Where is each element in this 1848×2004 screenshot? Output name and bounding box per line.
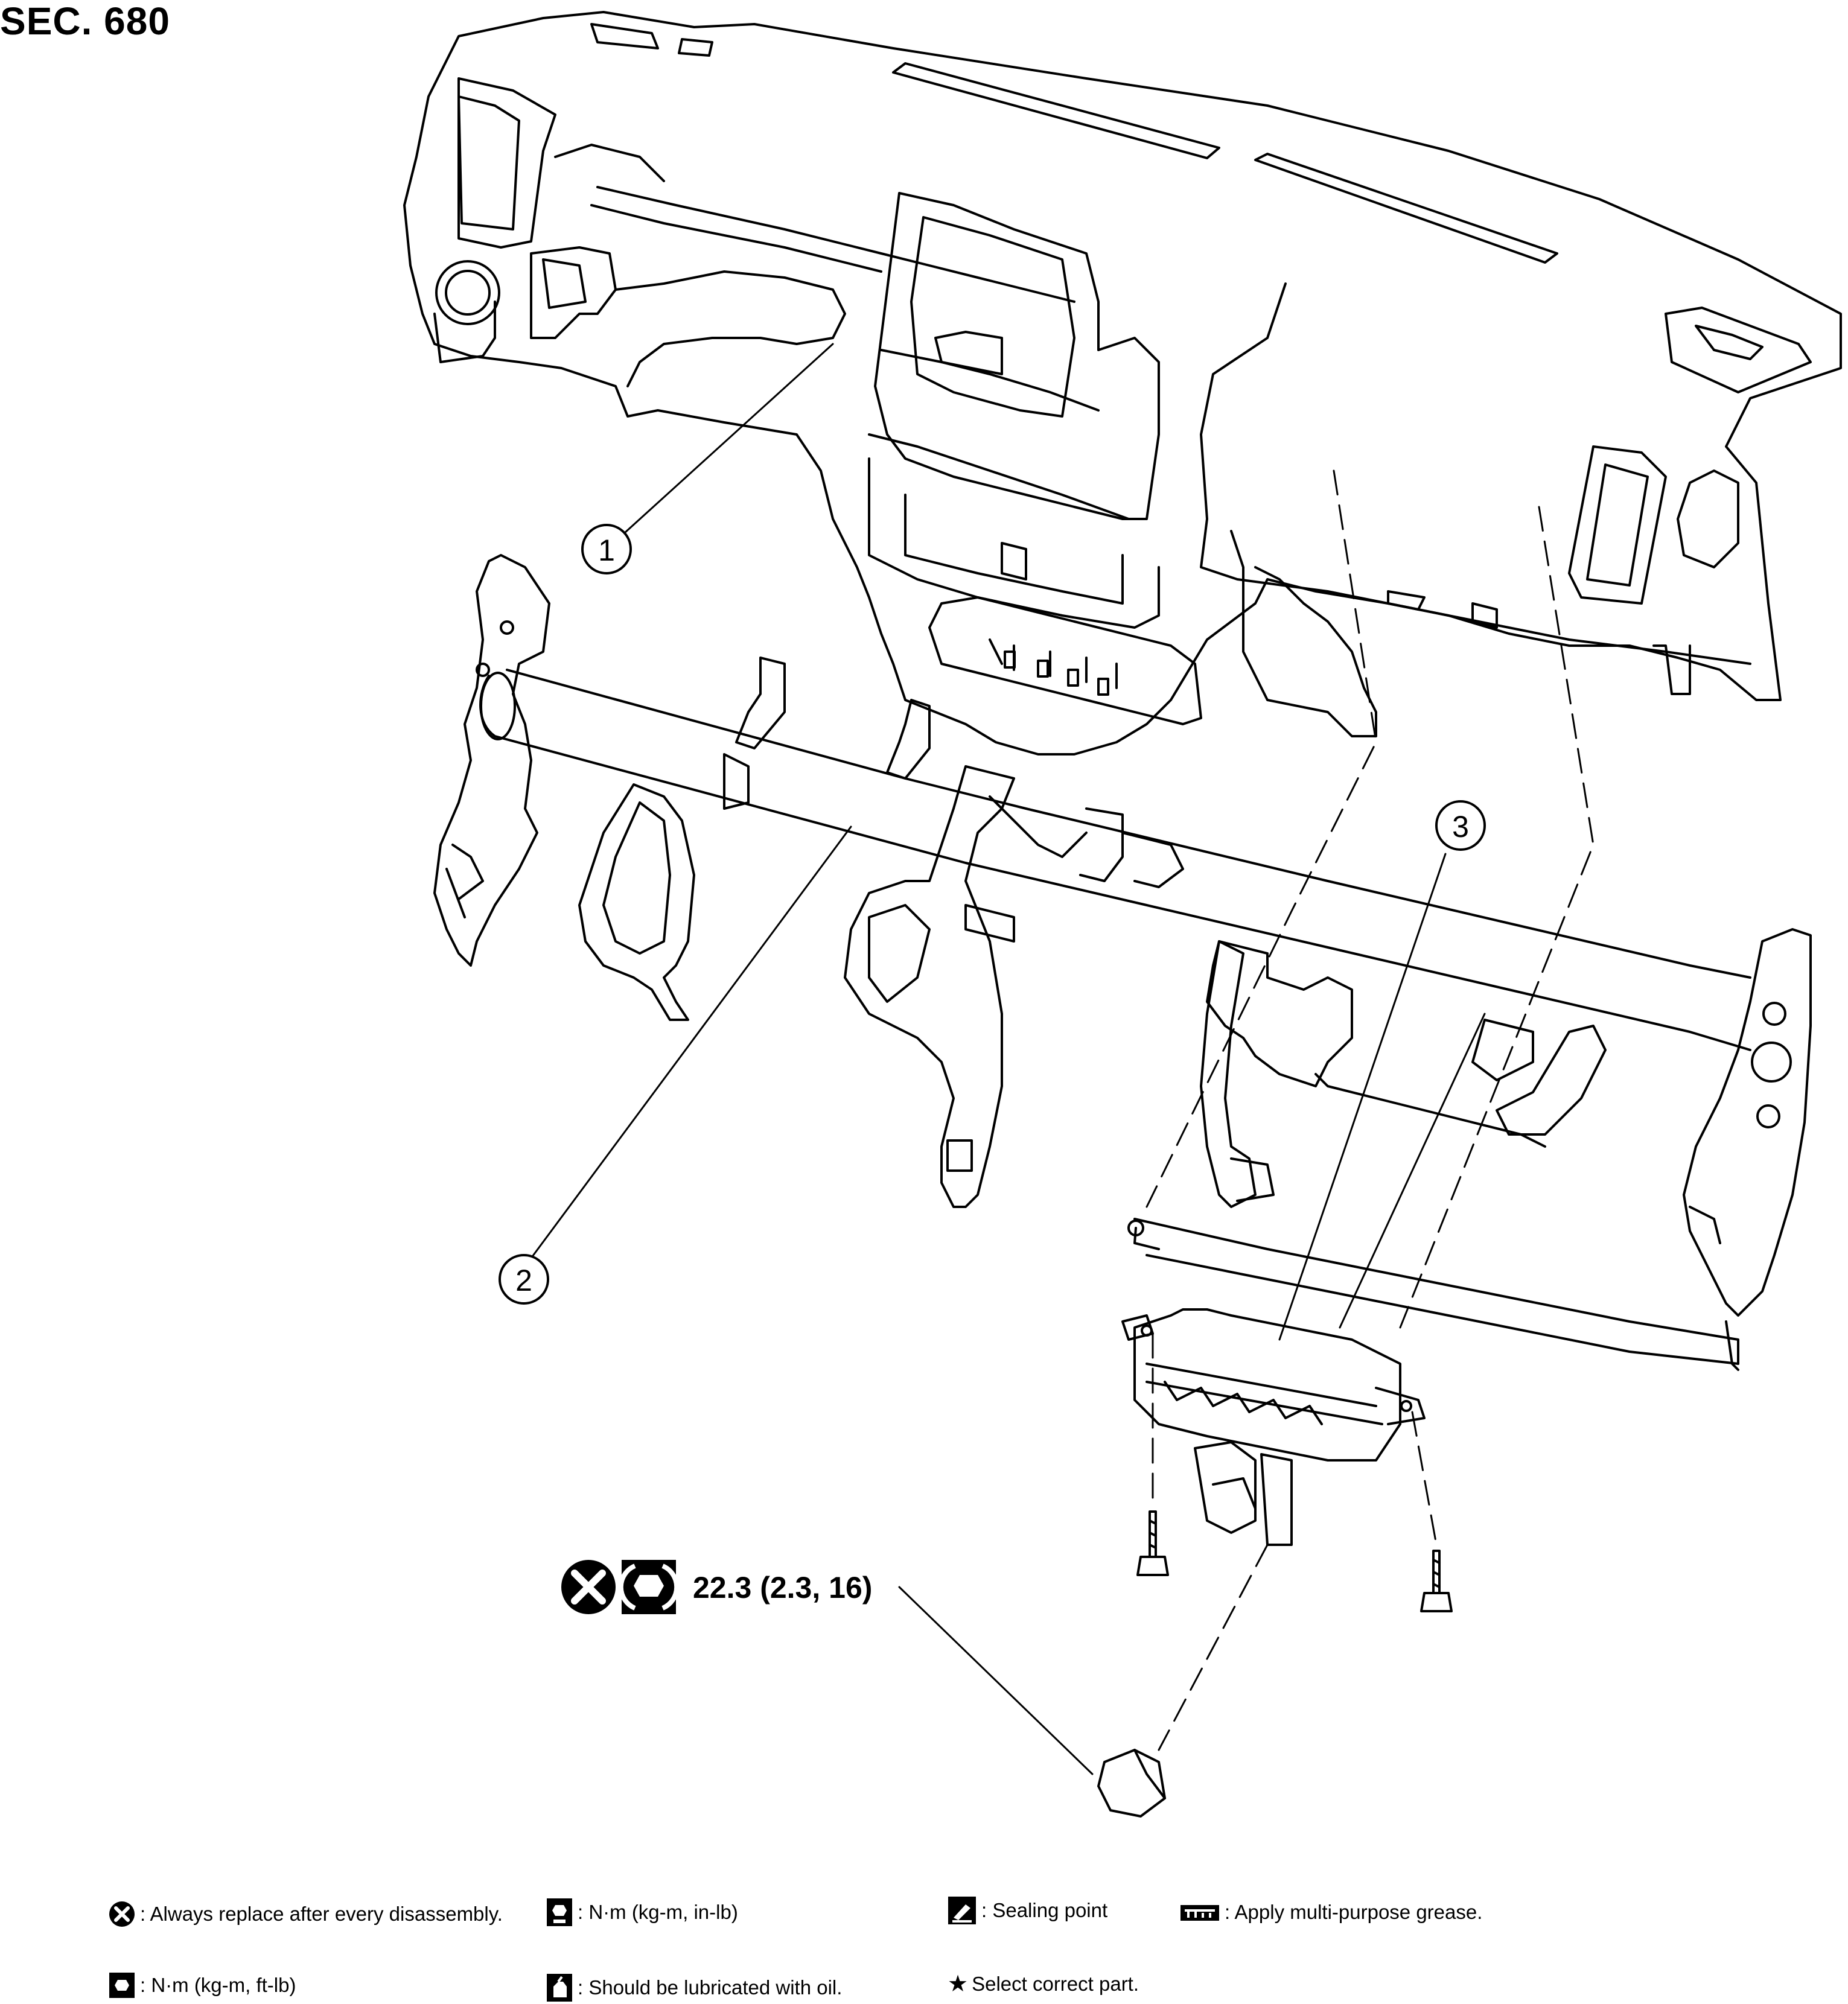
torque-wrench-icon <box>109 1972 135 1999</box>
nut <box>1097 1749 1166 1818</box>
legend-replace: : Always replace after every disassembly… <box>109 1901 503 1927</box>
callout-3: 3 <box>1435 800 1486 851</box>
instrument-panel-assembly <box>403 11 1842 755</box>
mounting-bolt-left <box>1136 1510 1169 1576</box>
star-icon: ★ <box>948 1971 969 1997</box>
section-label: SEC. 680 <box>0 0 170 43</box>
grease-icon <box>1180 1902 1220 1923</box>
passenger-air-bag-module <box>1121 1308 1426 1546</box>
legend-grease-text: : Apply multi-purpose grease. <box>1225 1901 1483 1923</box>
steering-member-assembly <box>433 554 1812 1371</box>
callout-2: 2 <box>499 1254 549 1305</box>
oil-can-icon <box>546 1973 573 2002</box>
torque-wrench-inlb-icon <box>546 1898 573 1927</box>
legend-oil-text: : Should be lubricated with oil. <box>578 1976 843 1999</box>
legend-torque-ftlb-text: : N·m (kg-m, ft-lb) <box>140 1974 296 1996</box>
legend-oil: : Should be lubricated with oil. <box>546 1973 842 2002</box>
alignment-lines <box>1145 469 1595 1751</box>
torque-spec-value: 22.3 (2.3, 16) <box>693 1571 872 1605</box>
legend-sealing-text: : Sealing point <box>981 1899 1108 1921</box>
torque-spec-group: 22.3 (2.3, 16) <box>561 1560 872 1614</box>
torque-wrench-icon <box>618 1560 680 1614</box>
legend-torque-inlb-text: : N·m (kg-m, in-lb) <box>578 1901 738 1923</box>
callout-3-label: 3 <box>1452 810 1469 844</box>
sealing-point-icon <box>948 1896 977 1925</box>
legend-replace-text: : Always replace after every disassembly… <box>140 1903 503 1925</box>
mounting-bolt-right <box>1420 1550 1453 1612</box>
callout-2-label: 2 <box>515 1264 532 1297</box>
legend-sealing: : Sealing point <box>948 1896 1107 1925</box>
callout-1: 1 <box>581 524 632 574</box>
callout-1-label: 1 <box>598 533 615 567</box>
leader-lines <box>530 343 1486 1775</box>
legend-star-text: Select correct part. <box>972 1973 1139 1995</box>
legend-torque-ftlb: : N·m (kg-m, ft-lb) <box>109 1972 296 1999</box>
always-replace-icon <box>561 1560 616 1614</box>
legend-star: ★ Select correct part. <box>948 1972 1139 1996</box>
legend-torque-inlb: : N·m (kg-m, in-lb) <box>546 1898 738 1927</box>
legend-grease: : Apply multi-purpose grease. <box>1180 1901 1482 1924</box>
always-replace-icon <box>109 1901 135 1927</box>
